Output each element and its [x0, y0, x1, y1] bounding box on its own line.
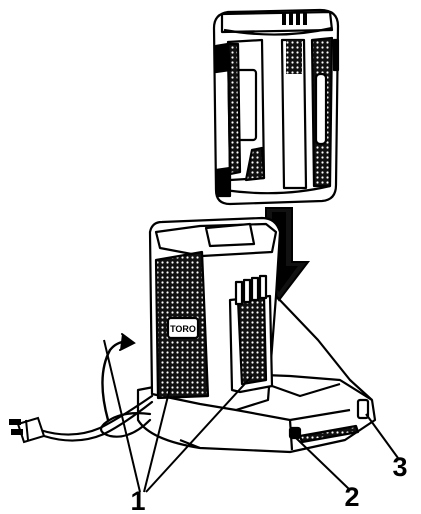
- power-cord: [38, 333, 154, 442]
- power-plug: [9, 416, 46, 444]
- callout-2: 2: [344, 482, 359, 512]
- battery-terminals: [282, 13, 307, 25]
- slot-contacts: [234, 274, 268, 306]
- battery-pack: [212, 8, 340, 206]
- leader-lines: [103, 339, 399, 493]
- callout-1: 1: [130, 486, 145, 514]
- front-indicator: [288, 426, 302, 440]
- side-indicator: [356, 398, 370, 420]
- brand-logo: TORO: [170, 324, 196, 334]
- callout-3: 3: [392, 452, 407, 482]
- base-vent: [298, 424, 360, 444]
- charger: TORO: [136, 216, 377, 454]
